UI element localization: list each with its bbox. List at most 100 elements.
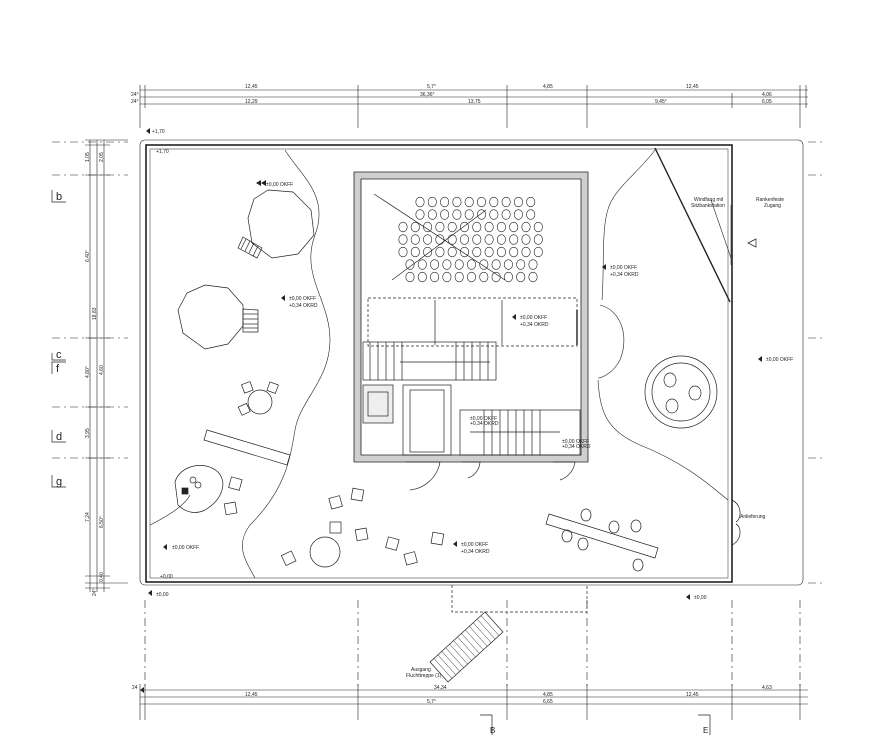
level-core-3: ±0,00 OKFF <box>562 439 589 445</box>
level-ext-bl: ±0,00 <box>156 592 169 598</box>
seat <box>513 196 523 208</box>
dim-bottom-6: 4,63 <box>762 685 772 691</box>
seat <box>521 234 531 245</box>
axis-label-c: c <box>56 349 62 361</box>
annotation-exit-2: Fluchttreppe (1) <box>406 673 442 679</box>
seat <box>427 209 437 220</box>
seat <box>491 271 501 283</box>
seat <box>417 259 427 270</box>
seat <box>398 246 408 258</box>
seat <box>417 271 427 283</box>
seat <box>427 196 437 208</box>
level-markers <box>148 180 762 600</box>
level-tl-int: +1,70 <box>156 149 169 155</box>
seat <box>496 221 506 233</box>
seat <box>464 196 474 208</box>
seat <box>440 196 450 208</box>
seat <box>528 271 538 283</box>
octagon-pavilion-1 <box>247 189 315 259</box>
axis-marker-E: E <box>703 726 708 735</box>
annotation-window-1: Windfang mit <box>694 197 724 203</box>
seat <box>526 209 536 220</box>
dim-left-10: 6,50° <box>99 516 105 528</box>
level-core-2: +0,34 OKRD <box>470 421 499 427</box>
seat <box>415 209 425 220</box>
seat <box>454 271 464 283</box>
dim-top-3: 4,85 <box>543 84 553 90</box>
exit-stair <box>429 585 588 683</box>
seat <box>442 259 452 270</box>
seat <box>489 196 499 208</box>
seat <box>472 234 482 245</box>
stair-tread <box>449 643 468 665</box>
seat <box>435 221 445 233</box>
level-lower-mid-2: +0,34 OKRD <box>461 549 490 555</box>
seat <box>466 271 476 283</box>
dim-bottom-1: 12,45 <box>245 692 258 698</box>
level-auditorium-1: ±0,00 OKFF <box>520 315 547 321</box>
seat <box>435 246 445 258</box>
seat <box>496 234 506 245</box>
corner-markers <box>140 128 150 693</box>
seat <box>430 271 440 283</box>
seat <box>430 259 440 270</box>
dim-top-1: 12,45 <box>245 84 258 90</box>
seat <box>501 209 511 220</box>
level-core-1: ±0,00 OKFF <box>470 416 497 422</box>
seat <box>435 234 445 245</box>
annotation-window-2: Sitzbankstation <box>691 203 725 209</box>
level-lower-mid-1: ±0,00 OKFF <box>461 542 488 548</box>
dim-left-2: 18,83 <box>92 307 98 320</box>
dim-top-9: 6,05 <box>762 99 772 105</box>
seat <box>516 259 526 270</box>
seat <box>489 209 499 220</box>
axis-label-d: d <box>56 431 62 443</box>
dim-bottom-5: 6,65 <box>543 699 553 705</box>
stair-tread <box>461 633 480 654</box>
seat <box>447 234 457 245</box>
seat <box>452 209 462 220</box>
seat <box>509 246 519 258</box>
level-garden-mid-1: ±0,00 OKFF <box>289 296 316 302</box>
stair-tread <box>445 647 464 668</box>
level-auditorium-2: +0,34 OKRD <box>520 322 549 328</box>
annotation-exit-1: Ausgang <box>411 667 431 673</box>
left-dimension-lines <box>85 139 128 592</box>
seat <box>410 221 420 233</box>
annotation-delivery: Anlieferung <box>740 514 766 520</box>
seat <box>491 259 501 270</box>
dim-bottom-total: 34,34 <box>434 685 447 691</box>
dim-bottom-2: 4,85 <box>543 692 553 698</box>
axis-dash-lines <box>52 141 826 690</box>
dim-bottom-4: 5,7° <box>427 699 436 705</box>
axis-label-b: b <box>56 191 62 203</box>
seat <box>533 221 543 233</box>
site-outline <box>139 139 804 586</box>
dim-left-7: 7,24 <box>85 512 91 522</box>
seat <box>440 209 450 220</box>
dim-left-3: 24° <box>92 588 98 596</box>
seat <box>472 246 482 258</box>
axis-marker-B: B <box>490 726 495 735</box>
dim-top-5: 12,29 <box>245 99 258 105</box>
seat <box>509 234 519 245</box>
seat <box>509 221 519 233</box>
core-walls <box>353 171 589 463</box>
level-east-1: ±0,00 OKFF <box>610 265 637 271</box>
seat <box>484 221 494 233</box>
stair-tread <box>437 654 457 676</box>
stair-tread <box>457 636 476 658</box>
seat <box>459 221 469 233</box>
exit-stair-treads <box>433 615 500 679</box>
seat <box>447 246 457 258</box>
landscape-curves <box>149 149 729 579</box>
level-garden-mid-2: +0,34 OKRD <box>289 303 318 309</box>
top-dimension-lines <box>139 85 808 128</box>
bottom-axis-circles <box>480 714 711 735</box>
stair-tread <box>476 618 496 640</box>
axis-label-f: f <box>56 363 60 375</box>
seat <box>479 259 489 270</box>
seat <box>410 234 420 245</box>
seat <box>452 196 462 208</box>
seat <box>398 234 408 245</box>
